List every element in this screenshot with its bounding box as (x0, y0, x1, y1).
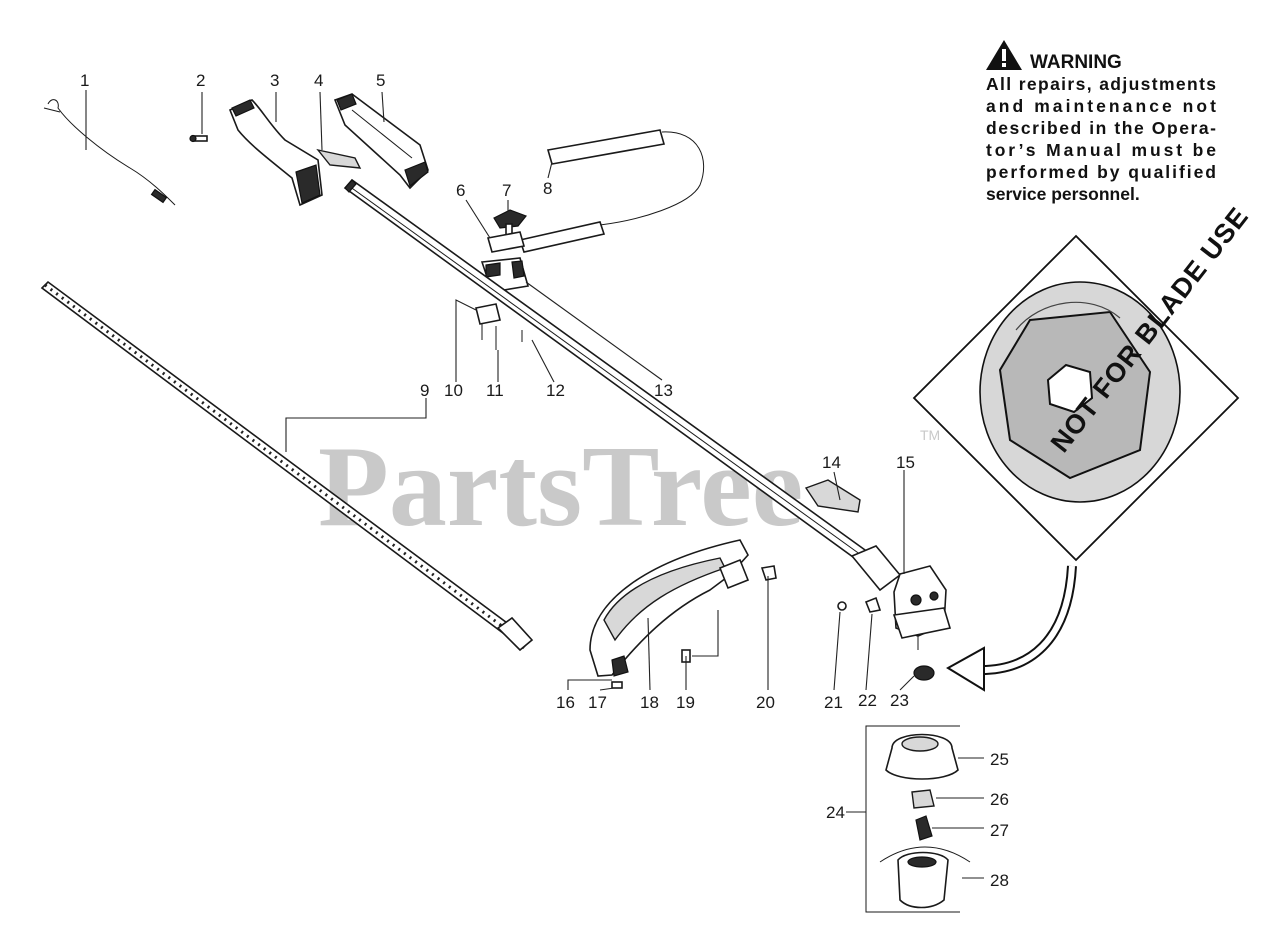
part-loop-handle-8 (518, 129, 705, 253)
part-screw-2 (189, 134, 208, 143)
warning-line: and maintenance not (986, 96, 1216, 116)
callout-1: 1 (80, 71, 89, 90)
detail-inset: NOT FOR BLADE USE (912, 201, 1254, 562)
callout-26: 26 (990, 790, 1009, 809)
part-throttle-cable (43, 99, 176, 206)
warning-icon (986, 40, 1022, 70)
callout-13: 13 (654, 381, 673, 400)
callout-16: 16 (556, 693, 575, 712)
callout-14: 14 (822, 453, 841, 472)
callout-20: 20 (756, 693, 775, 712)
warning-line: tor’s Manual must be (986, 140, 1216, 160)
callout-4: 4 (314, 71, 323, 90)
callout-5: 5 (376, 71, 385, 90)
callout-2: 2 (196, 71, 205, 90)
warning-line: performed by qualified (986, 162, 1216, 182)
part-handle-half-5 (333, 93, 429, 190)
arrow-to-spool (946, 565, 1077, 692)
callout-23: 23 (890, 691, 909, 710)
part-debris-shield-18 (589, 539, 935, 689)
callout-24: 24 (826, 803, 845, 822)
warning-notice: WARNING All repairs, adjustments and mai… (986, 40, 1216, 204)
callout-8: 8 (543, 179, 552, 198)
callout-27: 27 (990, 821, 1009, 840)
callout-18: 18 (640, 693, 659, 712)
callout-labels: 1 2 3 4 5 6 7 8 9 10 11 12 13 14 15 16 1… (80, 71, 1009, 890)
part-drive-shaft-9 (40, 280, 534, 652)
callout-7: 7 (502, 181, 511, 200)
part-bracket-10-11 (475, 303, 523, 350)
callout-19: 19 (676, 693, 695, 712)
callout-15: 15 (896, 453, 915, 472)
callout-11: 11 (486, 381, 504, 400)
watermark: PartsTree TM (318, 423, 940, 551)
callout-28: 28 (990, 871, 1009, 890)
callout-25: 25 (990, 750, 1009, 769)
callout-21: 21 (824, 693, 843, 712)
callout-6: 6 (456, 181, 465, 200)
part-handle-half-3 (228, 99, 323, 207)
warning-line: described in the Opera- (986, 118, 1216, 138)
part-trigger-4 (316, 148, 362, 169)
watermark-brand: PartsTree (318, 423, 803, 551)
watermark-trademark: TM (920, 427, 940, 443)
leader-lines (85, 90, 984, 879)
warning-line: All repairs, adjustments (986, 74, 1216, 94)
callout-3: 3 (270, 71, 279, 90)
warning-line: service personnel. (986, 184, 1140, 204)
callout-17: 17 (588, 693, 607, 712)
part-gearhead-14-15 (804, 479, 952, 650)
callout-10: 10 (444, 381, 463, 400)
callout-22: 22 (858, 691, 877, 710)
part-trimmer-head-24 (865, 725, 971, 913)
part-knob-clamp-6-7 (486, 209, 527, 253)
callout-9: 9 (420, 381, 429, 400)
callout-12: 12 (546, 381, 565, 400)
warning-title: WARNING (1030, 52, 1122, 73)
